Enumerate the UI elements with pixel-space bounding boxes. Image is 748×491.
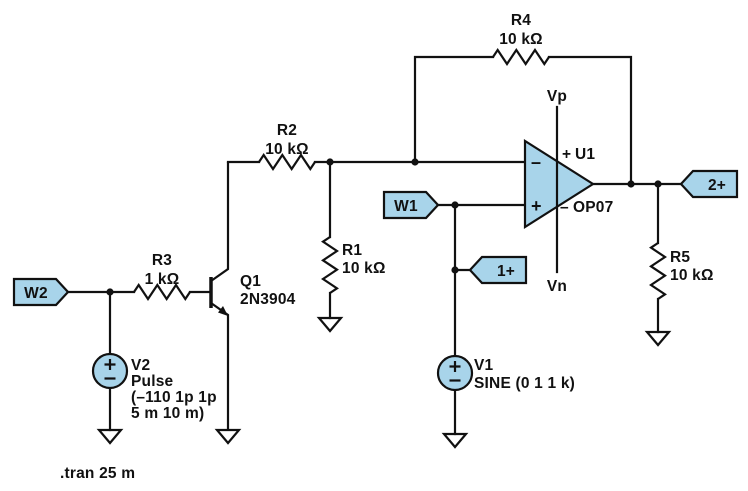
voltage-source-v2[interactable]: V2 Pulse (–110 1p 1p 5 m 10 m) [91,352,217,422]
component-value-line: (–110 1p 1p [131,389,217,406]
opamp-body[interactable] [523,139,596,229]
component-value: 2N3904 [240,291,296,308]
component-ref: U1 [575,146,595,163]
ground-symbol[interactable] [644,330,672,347]
junction-dot [411,158,419,166]
component-ref: R4 [511,12,531,29]
grounds [96,316,672,449]
net-flag-w2[interactable]: W2 [12,277,70,307]
component-value: 10 kΩ [499,31,543,48]
emitter-arrow-icon [218,306,228,316]
resistor-r5[interactable]: R5 10 kΩ [649,242,714,300]
net-flag-w1[interactable]: W1 [382,190,440,220]
component-ref: Q1 [240,273,261,290]
component-ref: R3 [152,252,172,269]
wire [413,55,495,164]
plus-sign-icon [449,361,461,372]
resistor-symbol[interactable] [492,48,550,66]
component-ref: R1 [342,242,362,259]
transistor-q1[interactable]: Q1 2N3904 [209,162,296,430]
net-flag-1plus[interactable]: 1+ [468,255,528,285]
source-body[interactable] [436,354,474,392]
flag-label: 1+ [497,263,515,280]
junction-dot [627,180,635,188]
junction-dot [451,266,459,274]
component-value: 10 kΩ [342,260,386,277]
flag-shape[interactable] [12,277,70,307]
source-body[interactable] [91,352,129,390]
vminus-label: Vn [547,278,567,295]
spice-directive: .tran 25 m [60,465,135,482]
transistor-collector [210,162,230,282]
junction-dot [326,158,334,166]
ground-symbol[interactable] [214,428,242,445]
component-ref: V1 [474,357,494,374]
component-value: OP07 [573,199,613,216]
component-value: 1 kΩ [145,271,180,288]
resistor-r4[interactable]: R4 10 kΩ [492,12,550,66]
net-flag-2plus[interactable]: 2+ [679,169,739,199]
ground-symbol[interactable] [316,316,344,333]
component-value: SINE (0 1 1 k) [474,375,575,392]
junction-dot [451,201,459,209]
inverting-input-label: – [531,152,541,172]
noninverting-input-label: + [531,196,542,216]
component-ref: R2 [277,122,297,139]
plus-sign-icon [104,359,116,370]
component-value-line: Pulse [131,373,174,390]
resistor-r1[interactable]: R1 10 kΩ [321,236,386,294]
resistor-symbol[interactable] [258,153,316,171]
component-value: 10 kΩ [265,141,309,158]
component-ref: R5 [670,249,690,266]
junctions [106,158,662,296]
wire [547,55,633,186]
ground-symbol[interactable] [96,428,124,445]
flag-shape[interactable] [468,255,528,285]
resistor-r3[interactable]: R3 1 kΩ [133,252,191,301]
transistor-emitter [210,302,230,430]
junction-dot [106,288,114,296]
opamp-u1[interactable]: – + + U1 – OP07 Vp Vn [523,88,613,295]
flag-shape[interactable] [382,190,440,220]
resistor-symbol[interactable] [649,242,667,300]
flag-shape[interactable] [679,169,739,199]
component-ref: V2 [131,357,150,374]
flag-label: W2 [24,285,48,302]
resistor-symbol[interactable] [133,283,191,301]
supply-plus-label: + [562,146,571,163]
component-value-line: 5 m 10 m) [131,405,204,422]
resistor-symbol[interactable] [321,236,339,294]
flag-label: W1 [394,198,418,215]
vplus-label: Vp [547,88,567,105]
resistor-r2[interactable]: R2 10 kΩ [258,122,316,171]
junction-dot [654,180,662,188]
flag-label: 2+ [708,177,726,194]
component-value: 10 kΩ [670,267,714,284]
voltage-source-v1[interactable]: V1 SINE (0 1 1 k) [436,354,575,392]
supply-minus-label: – [560,199,569,216]
ground-symbol[interactable] [441,432,469,449]
